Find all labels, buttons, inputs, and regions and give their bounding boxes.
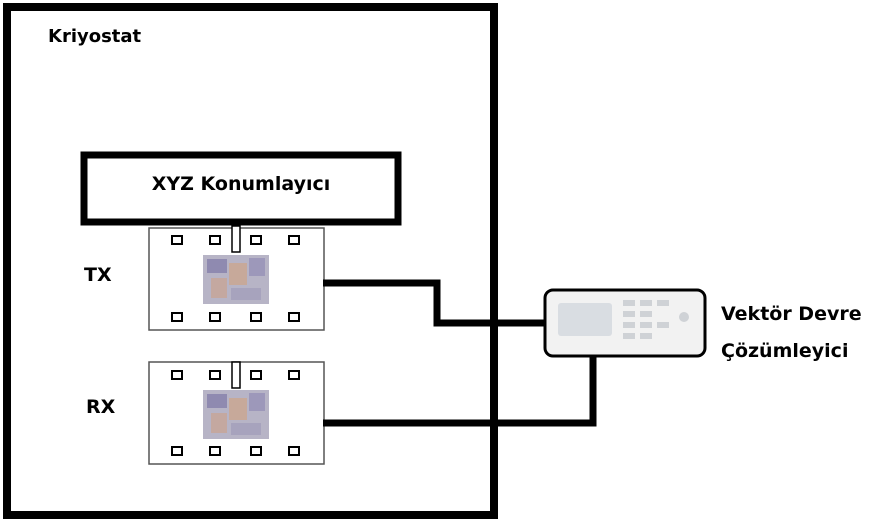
positioner-label: XYZ Konumlayıcı	[82, 173, 400, 195]
rx-label: RX	[86, 396, 115, 418]
vna-label-line2: Çözümleyici	[721, 340, 848, 362]
rx-antenna-board-icon	[149, 362, 324, 464]
vna-label-line1: Vektör Devre	[721, 303, 862, 325]
vector-network-analyzer-icon	[545, 290, 705, 356]
tx-antenna-board-icon	[149, 226, 324, 330]
cryostat-label: Kriyostat	[48, 26, 141, 47]
tx-cable	[323, 283, 548, 323]
tx-label: TX	[84, 264, 112, 286]
rx-cable	[323, 357, 593, 423]
